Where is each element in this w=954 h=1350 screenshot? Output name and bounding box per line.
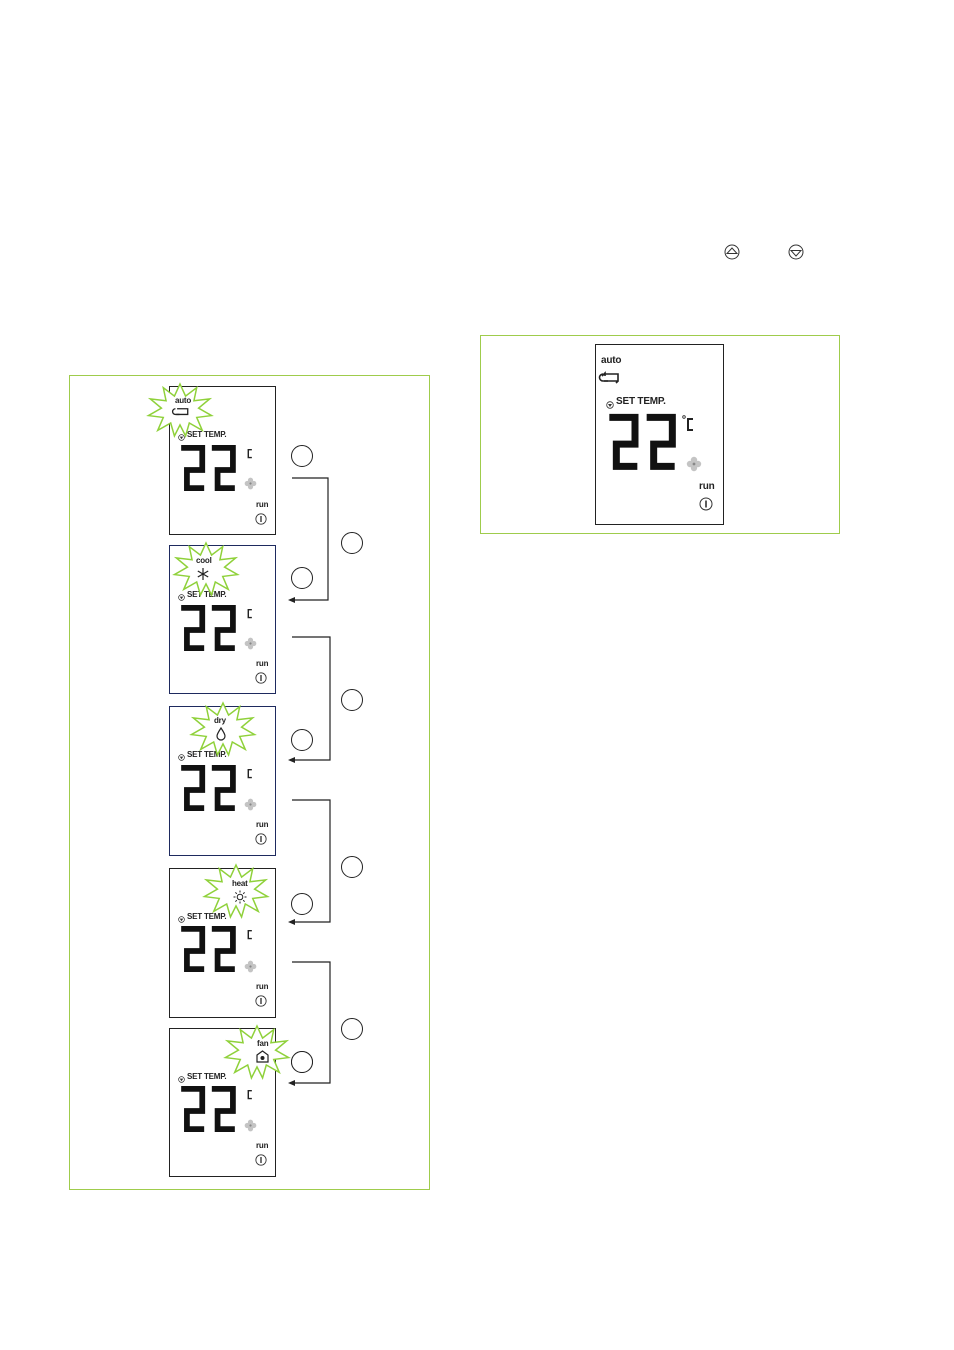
fan-speed-icon (244, 798, 257, 811)
set-temp-label: SET TEMP. (187, 912, 227, 921)
temperature-digits (177, 766, 239, 812)
celsius-icon (247, 930, 252, 940)
preview-display: auto SET TEMP. 22 °C run (595, 344, 724, 525)
fan-speed-icon (244, 960, 257, 973)
celsius-icon (247, 769, 252, 779)
power-icon (255, 833, 267, 845)
status-label: run (256, 820, 269, 829)
step-marker (341, 856, 363, 878)
step-marker (341, 689, 363, 711)
mode-label-dry: dry (214, 716, 226, 725)
preview-mode-label: auto (601, 355, 622, 366)
fan-speed-icon (244, 637, 257, 650)
mode-label-cool: cool (196, 556, 212, 565)
celsius-icon (247, 1090, 252, 1100)
celsius-icon (682, 415, 693, 431)
step-marker (341, 1018, 363, 1040)
set-temp-icon (178, 916, 185, 923)
up-arrow-icon (724, 244, 740, 260)
set-temp-label: SET TEMP. (187, 750, 227, 759)
celsius-icon (247, 609, 252, 619)
snowflake-icon (197, 568, 209, 580)
celsius-icon (247, 449, 252, 459)
status-label: run (256, 982, 269, 991)
step-marker (291, 567, 313, 589)
step-marker (291, 1051, 313, 1073)
set-temp-icon (178, 754, 185, 761)
mode-label-heat: heat (232, 879, 248, 888)
preview-set-temp-label: SET TEMP. (616, 396, 666, 407)
set-temp-label: SET TEMP. (187, 1072, 227, 1081)
fan-speed-icon (244, 1119, 257, 1132)
mode-sequence-frame (69, 375, 430, 1190)
step-marker (291, 445, 313, 467)
step-marker (291, 893, 313, 915)
step-marker (291, 729, 313, 751)
step-marker (341, 532, 363, 554)
status-label: run (256, 500, 269, 509)
status-label: run (256, 659, 269, 668)
set-temp-label: SET TEMP. (187, 430, 227, 439)
set-temp-icon (178, 1076, 185, 1083)
power-icon (255, 672, 267, 684)
temperature-digits (177, 446, 239, 492)
down-arrow-icon (788, 244, 804, 260)
power-icon (255, 1154, 267, 1166)
display-auto: SET TEMP. run (169, 386, 276, 535)
temperature-digits (177, 606, 239, 652)
temperature-digits (177, 1087, 239, 1133)
set-temp-icon (178, 594, 185, 601)
mode-label-fan: fan (257, 1039, 269, 1048)
preview-status-label: run (699, 481, 715, 492)
sun-icon (233, 890, 247, 904)
droplet-icon (216, 726, 226, 741)
auto-cycle-icon (598, 371, 619, 384)
temperature-digits (177, 927, 239, 973)
power-icon (255, 513, 267, 525)
fan-icon (256, 1050, 269, 1063)
power-icon (255, 995, 267, 1007)
set-temp-label: SET TEMP. (187, 590, 227, 599)
preview-frame (480, 335, 840, 534)
auto-cycle-icon (172, 408, 189, 416)
fan-speed-icon (244, 477, 257, 490)
mode-label-auto: auto (175, 396, 192, 405)
status-label: run (256, 1141, 269, 1150)
